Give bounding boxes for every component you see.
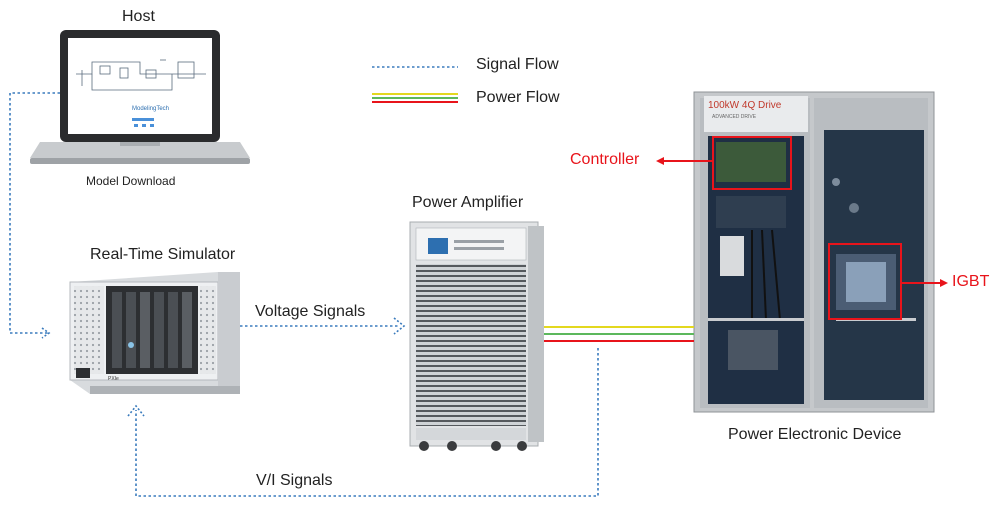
- signal-flow-paths: [9, 92, 599, 497]
- voltage-signals-label: Voltage Signals: [255, 303, 366, 320]
- model-download-label: Model Download: [86, 174, 176, 188]
- drive-subtitle-text: ADVANCED DRIVE: [712, 114, 757, 120]
- controller-highlight-box: [712, 136, 792, 190]
- legend-signal-flow-label: Signal Flow: [476, 56, 559, 73]
- host-label: Host: [122, 8, 155, 25]
- vi-signals-label: V/I Signals: [256, 472, 333, 489]
- real-time-simulator-label: Real-Time Simulator: [90, 246, 236, 263]
- simulator-image: [69, 272, 240, 394]
- simulator-badge-text: PXIe: [108, 376, 119, 382]
- laptop-brand-text: ModelingTech: [132, 106, 170, 112]
- host-to-simulator-path: [9, 92, 60, 334]
- highlights: [662, 136, 942, 320]
- igbt-label: IGBT: [952, 273, 990, 290]
- power-electronic-device-image: [693, 91, 935, 413]
- legend-power-flow-label: Power Flow: [476, 89, 560, 106]
- power-amplifier-label: Power Amplifier: [412, 194, 524, 211]
- igbt-highlight-box: [828, 243, 902, 320]
- power-flow-lines: [372, 93, 458, 103]
- laptop-image: [30, 30, 250, 164]
- power-electronic-device-label: Power Electronic Device: [728, 426, 902, 443]
- legend: [372, 66, 458, 103]
- power-flow-paths: [544, 326, 694, 342]
- power-amplifier-image: [409, 221, 544, 451]
- drive-title-text: 100kW 4Q Drive: [708, 100, 782, 111]
- controller-label: Controller: [570, 151, 640, 168]
